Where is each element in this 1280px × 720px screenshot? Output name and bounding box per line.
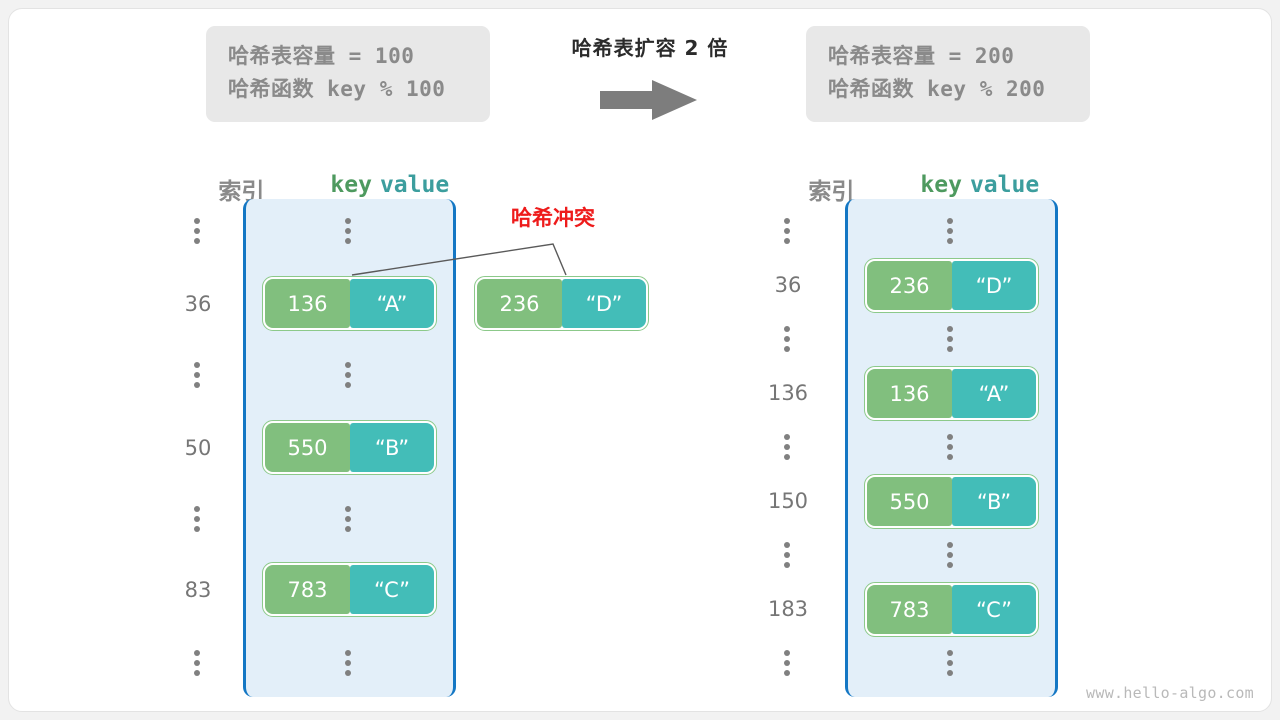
before-index-36: 36 [184,292,212,316]
after-index-ellipsis-3 [778,542,798,568]
before-hash-function-text: 哈希函数 key % 100 [228,77,446,101]
before-bucket-ellipsis-1 [339,362,359,388]
diagram-frame [8,8,1272,712]
after-index-ellipsis-2 [778,434,798,460]
after-bucket-ellipsis-0 [941,218,961,244]
after-index-ellipsis-1 [778,326,798,352]
after-index-36: 36 [774,273,802,297]
after-keyvalue-header: key value [865,146,1039,224]
before-value-header-label: value [379,172,450,198]
after-bucket-ellipsis-2 [941,434,961,460]
after-key-header-label: key [920,172,962,198]
colliding-entry-key: 236 [477,279,562,328]
before-entry-50-key: 550 [265,423,350,472]
after-entry-136-value: “A” [952,369,1036,418]
after-entry-36-key: 236 [867,261,952,310]
after-entry-150-value: “B” [952,477,1036,526]
expand-title: 哈希表扩容 2 倍 [571,36,729,60]
before-capacity-text: 哈希表容量 = 100 [228,44,415,68]
after-entry-183-key: 783 [867,585,952,634]
after-index-header-label: 索引 [808,179,855,205]
before-index-83: 83 [184,578,212,602]
after-bucket-ellipsis-4 [941,650,961,676]
watermark: www.hello-algo.com [1086,684,1254,702]
before-entry-83-key: 783 [265,565,350,614]
before-entry-50-value: “B” [350,423,434,472]
before-entry-36-key: 136 [265,279,350,328]
after-index-ellipsis-0 [778,218,798,244]
after-bucket-ellipsis-3 [941,542,961,568]
before-index-ellipsis-2 [188,506,208,532]
before-bucket-ellipsis-2 [339,506,359,532]
before-bucket-ellipsis-0 [339,218,359,244]
after-index-183: 183 [767,597,809,621]
after-info-box: 哈希表容量 = 200 哈希函数 key % 200 [806,26,1090,122]
after-entry-150[interactable]: 550 “B” [864,474,1039,529]
after-entry-136-key: 136 [867,369,952,418]
after-index-136: 136 [767,381,809,405]
before-entry-36[interactable]: 136 “A” [262,276,437,331]
after-entry-136[interactable]: 136 “A” [864,366,1039,421]
after-hash-function-text: 哈希函数 key % 200 [828,77,1046,101]
after-entry-36[interactable]: 236 “D” [864,258,1039,313]
after-value-header-label: value [969,172,1040,198]
after-bucket-ellipsis-1 [941,326,961,352]
before-index-ellipsis-0 [188,218,208,244]
right-arrow-icon [600,80,697,120]
after-entry-150-key: 550 [867,477,952,526]
after-index-150: 150 [767,489,809,513]
collision-label: 哈希冲突 [511,206,595,230]
after-index-ellipsis-4 [778,650,798,676]
before-entry-50[interactable]: 550 “B” [262,420,437,475]
colliding-entry-value: “D” [562,279,646,328]
after-entry-183[interactable]: 783 “C” [864,582,1039,637]
after-index-header: 索引 [753,146,854,232]
colliding-entry[interactable]: 236 “D” [474,276,649,331]
before-bucket-ellipsis-3 [339,650,359,676]
after-entry-183-value: “C” [952,585,1036,634]
before-key-header-label: key [330,172,372,198]
after-capacity-text: 哈希表容量 = 200 [828,44,1015,68]
before-index-ellipsis-1 [188,362,208,388]
before-info-box: 哈希表容量 = 100 哈希函数 key % 100 [206,26,490,122]
before-index-ellipsis-3 [188,650,208,676]
before-entry-83[interactable]: 783 “C” [262,562,437,617]
before-keyvalue-header: key value [275,146,449,224]
before-entry-36-value: “A” [350,279,434,328]
before-entry-83-value: “C” [350,565,434,614]
after-entry-36-value: “D” [952,261,1036,310]
before-index-50: 50 [184,436,212,460]
